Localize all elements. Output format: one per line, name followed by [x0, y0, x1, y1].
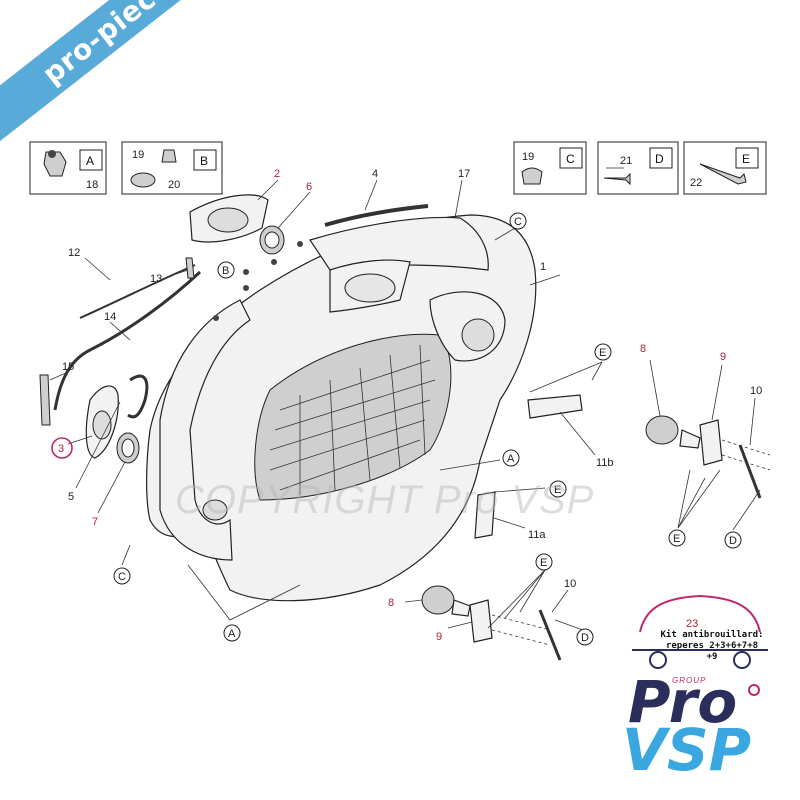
part-labels: 1 2 3 4 5 6 7 8 8 9 9 10 10 11a 11b 12 1…	[58, 168, 762, 643]
label-part-1: 1	[540, 261, 546, 273]
detail-box-c: C 19	[513, 141, 587, 195]
box-d-letter: D	[655, 152, 664, 166]
label-part-11b: 11b	[596, 457, 614, 469]
box-d-part-21: 21	[620, 155, 632, 167]
callouts: A A B C C D D E E E E	[113, 212, 742, 646]
kit-label-line3: +9	[706, 652, 718, 662]
trim-5	[127, 374, 149, 419]
label-part-6: 6	[306, 181, 312, 193]
right-parts	[421, 394, 762, 661]
logo-flower-icon	[748, 684, 760, 696]
label-part-17: 17	[458, 168, 470, 180]
detail-box-d: D 21	[597, 141, 679, 195]
callout-e-center: E	[554, 484, 561, 496]
box-a-letter: A	[86, 154, 94, 168]
callout-d-lower: D	[581, 632, 589, 644]
label-part-14: 14	[104, 311, 116, 323]
box-b-part-19: 19	[132, 149, 144, 161]
trim-15	[39, 374, 51, 426]
label-part-9-lower: 9	[436, 631, 442, 643]
label-part-15: 15	[62, 361, 74, 373]
label-part-10-lower: 10	[564, 578, 576, 590]
logo-vsp-text: VSP	[622, 716, 752, 784]
box-b-part-20: 20	[168, 179, 180, 191]
callout-e-upper: E	[599, 347, 606, 359]
mount-9-upper	[699, 419, 723, 466]
label-part-11a: 11a	[528, 529, 546, 541]
logo-pro-text: Pro	[628, 668, 738, 736]
detail-box-a: A 18	[29, 141, 107, 195]
label-part-2: 2	[274, 168, 280, 180]
box-c-letter: C	[566, 152, 575, 166]
strip-14	[53, 270, 202, 411]
bracket-11b	[527, 394, 583, 419]
callout-c-top: C	[514, 216, 522, 228]
kit-label-line2: reperes 2+3+6+7+8	[665, 641, 759, 651]
screw-19-icon	[161, 149, 177, 163]
copyright-watermark: COPYRIGHT Pro VSP	[175, 478, 595, 522]
label-part-3: 3	[58, 443, 64, 455]
rod-10-upper	[738, 444, 762, 499]
callout-a-center: A	[507, 453, 515, 465]
box-e-part-22: 22	[690, 177, 702, 189]
rod-10-lower	[538, 609, 562, 661]
kit-label-line1: Kit antibrouillard:	[660, 630, 764, 640]
leader-lines	[49, 179, 771, 646]
kit-label: Kit antibrouillard: reperes 2+3+6+7+8 +9	[648, 630, 776, 663]
bracket-11a	[474, 491, 496, 539]
callout-c-bottom: C	[118, 571, 126, 583]
box-e-letter: E	[742, 152, 750, 166]
label-part-13: 13	[150, 273, 162, 285]
washer-20-icon	[130, 172, 156, 188]
logo-group-text: GROUP	[672, 676, 707, 685]
left-wing	[159, 299, 251, 561]
highlight-circle-3	[51, 437, 73, 459]
label-part-5: 5	[68, 491, 74, 503]
label-part-10-upper: 10	[750, 385, 762, 397]
strip-12	[79, 264, 196, 319]
nut-19-icon	[521, 167, 543, 185]
detail-box-b: B 19 20	[121, 141, 223, 195]
label-part-7: 7	[92, 516, 98, 528]
kit-number: 23	[686, 618, 699, 630]
kit-car-icon	[632, 594, 768, 669]
label-part-12: 12	[68, 247, 80, 259]
box-a-part-18: 18	[86, 179, 98, 191]
label-part-9-upper: 9	[720, 351, 726, 363]
label-part-8-upper: 8	[640, 343, 646, 355]
callout-d-upper: D	[729, 535, 737, 547]
clip-13	[185, 257, 195, 279]
rivet-21-icon	[603, 172, 631, 186]
bumper-assembly	[146, 204, 537, 602]
clip-18-icon	[43, 151, 67, 177]
mount-9-lower	[469, 599, 493, 643]
callout-a-lower: A	[228, 628, 236, 640]
label-part-8-lower: 8	[388, 597, 394, 609]
callout-e-right: E	[673, 533, 680, 545]
grille-mesh	[254, 333, 452, 501]
callout-b: B	[222, 265, 229, 277]
fog-lamp-8-lower	[421, 585, 455, 615]
label-part-4: 4	[372, 168, 378, 180]
pin-22-icon	[699, 163, 747, 185]
box-b-letter: B	[200, 154, 208, 168]
strip-4	[324, 204, 429, 227]
callout-e-lower: E	[540, 557, 547, 569]
box-c-part-19: 19	[522, 151, 534, 163]
fog-lamp-8-upper	[645, 415, 679, 445]
detail-box-e: E 22	[683, 141, 767, 195]
